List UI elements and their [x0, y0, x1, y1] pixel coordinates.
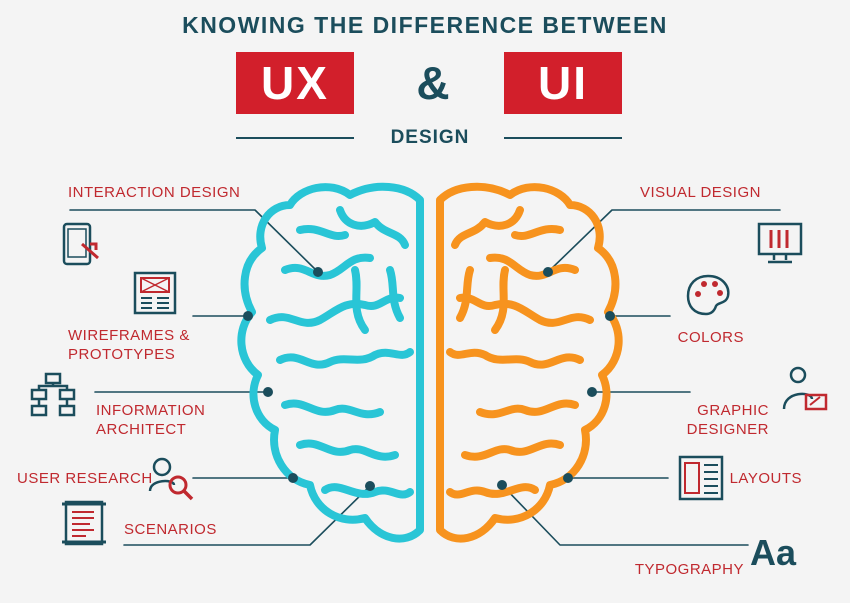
monitor-brushes-icon: [757, 222, 803, 264]
headline: KNOWING THE DIFFERENCE BETWEEN: [182, 12, 668, 38]
divider-right: [504, 137, 622, 139]
label-visual-design: VISUAL DESIGN: [640, 184, 761, 201]
label-wireframes: WIREFRAMES &PROTOTYPES: [68, 327, 190, 363]
document-icon: [62, 500, 106, 546]
ampersand: &: [416, 57, 450, 109]
label-typography: TYPOGRAPHY: [634, 561, 744, 578]
subtitle: DESIGN: [390, 127, 470, 148]
tablet-touch-icon: [62, 222, 99, 266]
designer-icon: [782, 366, 828, 411]
ui-brain: [436, 182, 623, 543]
label-colors: COLORS: [677, 329, 744, 346]
user-search-icon: [148, 457, 194, 501]
ui-box: UI: [504, 52, 622, 114]
ux-connectors: [69, 209, 371, 546]
typography-icon: Aa: [750, 532, 797, 573]
sitemap-icon: [30, 372, 76, 417]
ux-nodes: [243, 267, 375, 491]
label-interaction-design: INTERACTION DESIGN: [68, 184, 241, 201]
layout-icon: [678, 455, 724, 501]
ux-brain: [237, 182, 424, 543]
label-layouts: LAYOUTS: [729, 470, 802, 487]
divider-left: [236, 137, 354, 139]
label-user-research: USER RESEARCH: [17, 470, 153, 487]
wireframe-icon: [133, 271, 177, 315]
label-scenarios: SCENARIOS: [124, 521, 217, 538]
ux-box: UX: [236, 52, 354, 114]
palette-icon: [686, 274, 730, 316]
ui-nodes: [497, 267, 615, 490]
